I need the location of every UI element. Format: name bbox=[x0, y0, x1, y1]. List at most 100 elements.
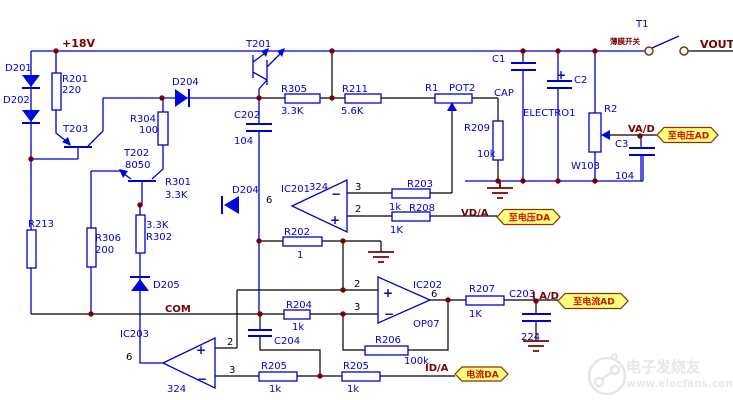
label-d201: D201 bbox=[5, 63, 32, 74]
label-r213: R213 bbox=[28, 219, 54, 230]
flag-current-da-label: 电流DA bbox=[466, 369, 498, 381]
net-va-d: VA/D bbox=[628, 124, 655, 135]
value-c202: 104 bbox=[234, 136, 253, 147]
t201-arrow-1 bbox=[261, 48, 269, 57]
pin-ic202-2: 2 bbox=[354, 279, 360, 290]
resistor-r213 bbox=[26, 229, 37, 269]
junction-dots bbox=[28, 48, 643, 379]
label-d202: D202 bbox=[3, 95, 30, 106]
diode-d204-top bbox=[175, 89, 190, 107]
diode-d201 bbox=[22, 75, 40, 89]
net-id-a: ID/A bbox=[425, 363, 449, 374]
value-r207: 1K bbox=[469, 309, 482, 320]
label-ic203: IC203 bbox=[120, 329, 149, 340]
capacitor-c202 bbox=[246, 123, 272, 132]
resistor-r209 bbox=[492, 120, 504, 161]
resistor-r2-w103 bbox=[588, 112, 602, 153]
value-c1: CAP bbox=[494, 88, 514, 99]
watermark-url: www.elecfans.com bbox=[626, 378, 733, 390]
value-r209: 10k bbox=[477, 149, 496, 160]
text-labels: +18VD201D202R201220T203T201D204R304100T2… bbox=[3, 19, 733, 395]
flag-voltage-da bbox=[496, 208, 561, 226]
resistors bbox=[26, 72, 610, 382]
pot-wiper-w103 bbox=[601, 130, 610, 140]
ground-rail bbox=[487, 181, 513, 199]
label-r1: R1 bbox=[425, 83, 438, 94]
capacitors bbox=[246, 62, 655, 337]
label-r207: R207 bbox=[469, 284, 495, 295]
capacitor-c2 bbox=[547, 80, 572, 89]
label-c202: C202 bbox=[234, 110, 260, 121]
resistor-r1-pot2 bbox=[434, 93, 473, 104]
pin-ic202-6: 6 bbox=[431, 289, 437, 300]
capacitor-c1 bbox=[511, 62, 536, 71]
label-r205a: R205 bbox=[261, 361, 287, 372]
label-ic201: IC201 bbox=[281, 184, 310, 195]
value-r304: 100 bbox=[139, 125, 158, 136]
flag-current-da bbox=[454, 366, 509, 382]
sign-ic201-plus: + bbox=[330, 213, 340, 227]
value-t202: 8050 bbox=[125, 160, 150, 171]
pin-ic202-3: 3 bbox=[354, 302, 360, 313]
value-r302: 3.3K bbox=[146, 220, 169, 231]
label-r2: R2 bbox=[604, 104, 617, 115]
label-c204: C204 bbox=[274, 336, 300, 347]
resistor-r305 bbox=[284, 93, 321, 104]
value-r206: 100k bbox=[404, 356, 429, 367]
value-r205a: 1k bbox=[269, 384, 281, 395]
value-r203: 1k bbox=[389, 202, 401, 213]
value-ic201: 324 bbox=[309, 182, 328, 193]
resistor-r204 bbox=[283, 309, 311, 320]
opamp-ic201 bbox=[290, 178, 348, 234]
label-c1: C1 bbox=[492, 54, 505, 65]
label-r305: R305 bbox=[281, 84, 307, 95]
transistor-arrows bbox=[62, 48, 285, 178]
value-r202: 1 bbox=[297, 250, 303, 261]
label-d204-mid: D204 bbox=[232, 185, 259, 196]
resistor-r304 bbox=[157, 111, 169, 146]
label-r201: R201 bbox=[62, 74, 88, 85]
label-r205b: R205 bbox=[343, 361, 369, 372]
resistor-r302 bbox=[135, 214, 146, 254]
flag-voltage-ad bbox=[656, 126, 719, 144]
ground-symbols bbox=[368, 181, 549, 352]
sign-ic202-plus: + bbox=[383, 286, 393, 300]
label-t201: T201 bbox=[245, 39, 271, 50]
resistor-r306 bbox=[86, 227, 97, 268]
capacitor-c203 bbox=[522, 313, 551, 322]
label-c3: C3 bbox=[615, 139, 628, 150]
resistor-r205b bbox=[341, 371, 381, 382]
flag-voltage-ad-label: 至电压AD bbox=[668, 130, 709, 142]
ground-c203 bbox=[523, 340, 549, 352]
label-r302: R302 bbox=[146, 232, 172, 243]
flag-voltage-da-label: 至电压DA bbox=[509, 212, 550, 224]
opamp-ic203 bbox=[161, 336, 216, 390]
label-t1-cn: 薄膜开关 bbox=[610, 36, 640, 46]
pin-ic201-3: 3 bbox=[355, 182, 361, 193]
label-r306: R306 bbox=[95, 233, 121, 244]
resistor-r211 bbox=[344, 93, 382, 104]
diode-d204-mid bbox=[221, 196, 239, 214]
resistor-r205a bbox=[258, 371, 298, 382]
t203-emitter-arrow bbox=[62, 137, 71, 146]
label-r304: R304 bbox=[130, 114, 156, 125]
net-com: COM bbox=[165, 304, 191, 315]
net-vout: VOUT bbox=[700, 38, 733, 51]
value-r211: 5.6K bbox=[341, 106, 364, 117]
switch-t1 bbox=[644, 46, 689, 56]
resistor-r201 bbox=[51, 72, 62, 111]
signal-wires bbox=[31, 50, 733, 377]
opamp-ic202 bbox=[377, 276, 432, 324]
pin-ic203-6: 6 bbox=[126, 352, 132, 363]
ground-r202 bbox=[368, 251, 394, 263]
label-r203: R203 bbox=[407, 179, 433, 190]
diodes bbox=[22, 75, 239, 291]
label-c2: C2 bbox=[574, 75, 587, 86]
sign-ic203-minus: − bbox=[197, 372, 207, 386]
value-r2: W103 bbox=[571, 161, 600, 172]
label-r206: R206 bbox=[375, 335, 401, 346]
resistor-r202 bbox=[282, 236, 323, 247]
value-c3: 104 bbox=[615, 171, 634, 182]
